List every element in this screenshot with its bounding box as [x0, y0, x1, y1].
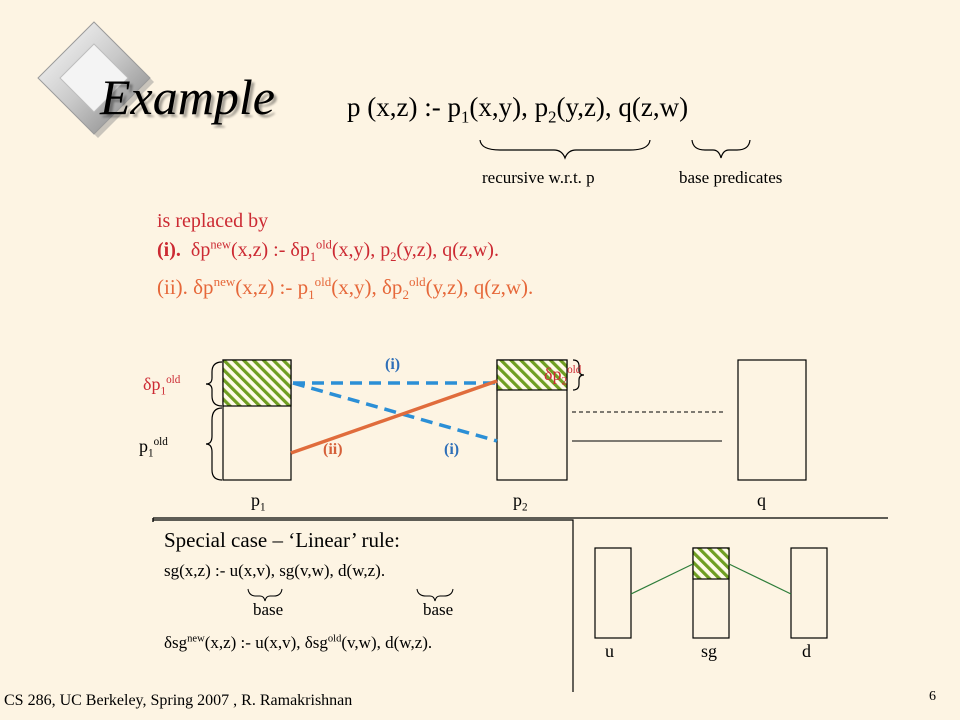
rule-i-sub-2: 2: [390, 250, 397, 264]
rule-i-part-1: δp: [190, 239, 211, 261]
brace-p1-old-icon: [205, 407, 223, 481]
rule-ii-sup-old-2: old: [408, 274, 426, 289]
delta-rule-sup-new: new: [187, 633, 205, 645]
delta-p2-label-sup: old: [567, 364, 582, 376]
rule-i-sup-old: old: [316, 237, 332, 252]
relation-label-p2-main: p: [513, 490, 522, 510]
delta-p1-label-sub: 1: [160, 385, 167, 398]
rule-i-part-2: (x,z) :- δp: [230, 239, 310, 261]
rule-i-part-3: (x,y), p: [331, 239, 391, 261]
relation-label-sg: sg: [701, 641, 718, 661]
rule-i: (i). δpnew(x,z) :- δp1old(x,y), p2(y,z),…: [157, 237, 499, 264]
relation-sg-box: [692, 547, 730, 639]
special-case-delta-rule: δsgnew(x,z) :- u(x,v), δsgold(v,w), d(w,…: [164, 633, 432, 653]
brace-base-icon: [691, 139, 751, 159]
main-rule: p (x,z) :- p1(x,y), p2(y,z), q(z,w): [347, 92, 689, 127]
relation-p2-box: [496, 359, 568, 481]
relation-d-box: [790, 547, 828, 639]
base-label-u: base: [253, 600, 284, 619]
relation-q-box: [737, 359, 807, 481]
p1-old-label: p1old: [139, 436, 168, 460]
relation-label-p1-sub: 1: [260, 501, 266, 514]
relation-label-d: d: [802, 641, 811, 661]
relation-label-p2-sub: 2: [522, 501, 528, 514]
rule-sub-2: 2: [548, 107, 557, 127]
brace-base-d-icon: [416, 588, 454, 602]
rule-ii-sub-2: 2: [402, 287, 409, 303]
rule-ii-label: (ii).: [157, 275, 188, 299]
delta-p1-label-sup: old: [166, 374, 181, 386]
rule-ii-part-2: (x,z) :- p: [235, 275, 309, 299]
rule-ii: (ii). δpnew(x,z) :- p1old(x,y), δp2old(y…: [157, 274, 534, 303]
p1-old-label-sub: 1: [148, 447, 154, 460]
rule-i-sub-1: 1: [309, 250, 317, 264]
brace-delta-p1-icon: [205, 361, 223, 407]
rule-ii-part-4: (y,z), q(z,w).: [425, 275, 534, 299]
brace-recursive-icon: [479, 139, 651, 160]
relation-label-u: u: [605, 641, 614, 661]
replaced-by-text: is replaced by: [157, 210, 269, 232]
line-label-i-bottom: (i): [444, 441, 460, 458]
brace-delta-p2-icon: [572, 359, 585, 391]
rule-ii-sup-new: new: [213, 274, 236, 289]
rule-sub-1: 1: [460, 107, 470, 127]
page-title: Example: [100, 69, 275, 125]
rule-head: p (x,z) :- p: [347, 92, 461, 122]
p1-old-label-sup: old: [153, 436, 168, 448]
line-label-i-top: (i): [385, 356, 401, 373]
join-line-u-sg: [630, 563, 694, 595]
rule-body-1: (x,y), p: [469, 92, 549, 122]
annotation-base-predicates: base predicates: [679, 168, 783, 187]
join-line-sg-d: [728, 563, 792, 595]
special-case-rule: sg(x,z) :- u(x,v), sg(v,w), d(w,z).: [164, 561, 386, 580]
rule-ii-part-1: δp: [193, 275, 214, 299]
delta-p2-label-main: δp: [544, 364, 562, 384]
brace-base-u-icon: [247, 588, 283, 602]
rule-i-part-4: (y,z), q(z,w).: [396, 239, 499, 261]
relation-p1-box: [222, 359, 292, 481]
join-line-i-bottom: [292, 381, 498, 443]
page-number: 6: [929, 689, 936, 704]
footer-text: CS 286, UC Berkeley, Spring 2007 , R. Ra…: [4, 692, 353, 709]
rule-i-sup-new: new: [210, 237, 231, 252]
relation-label-p1-main: p: [251, 490, 260, 510]
annotation-recursive: recursive w.r.t. p: [482, 168, 595, 187]
diamond-bullet-icon: [37, 21, 154, 138]
base-label-d: base: [423, 600, 454, 619]
delta-rule-sup-old: old: [327, 633, 342, 645]
delta-p1-label-main: δp: [143, 374, 161, 394]
relation-label-q: q: [757, 490, 766, 510]
p1-old-label-main: p: [139, 436, 148, 456]
delta-rule-part-3: (v,w), d(w,z).: [341, 633, 433, 652]
line-label-ii: (ii): [323, 441, 343, 458]
rule-ii-part-3: (x,y), δp: [331, 275, 403, 299]
special-case-heading: Special case – ‘Linear’ rule:: [164, 528, 400, 552]
rule-ii-sub-1: 1: [308, 287, 315, 303]
relation-label-p2: p2: [513, 490, 528, 514]
relation-label-p1: p1: [251, 490, 266, 514]
rule-body-2: (y,z), q(z,w): [556, 92, 689, 122]
delta-rule-part-1: δsg: [164, 633, 188, 652]
delta-p2-label-sub: 2: [561, 375, 568, 388]
delta-p2-old-label: δp2old: [544, 364, 582, 388]
join-line-ii: [290, 379, 498, 455]
delta-rule-part-2: (x,z) :- u(x,v), δsg: [204, 633, 328, 652]
rule-ii-sup-old-1: old: [314, 274, 332, 289]
rule-i-label: (i).: [157, 239, 181, 261]
relation-u-box: [594, 547, 632, 639]
delta-p1-old-label: δp1old: [143, 374, 181, 398]
